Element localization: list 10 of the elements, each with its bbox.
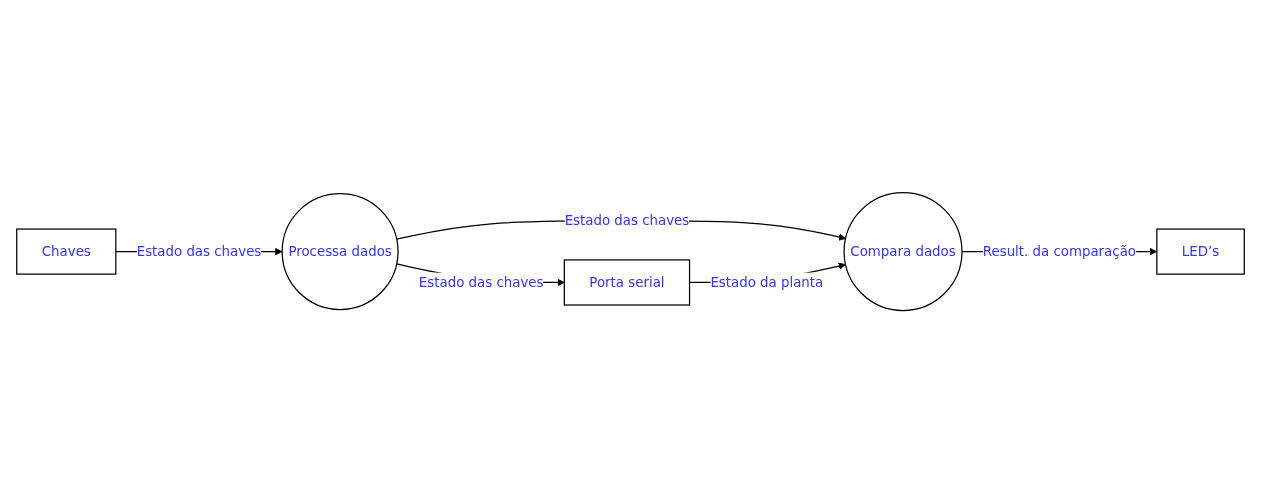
edge-label: Estado das chaves xyxy=(136,243,262,260)
edge-label: Estado das chaves xyxy=(418,274,544,291)
node-box: Chaves xyxy=(16,228,117,276)
edge-label: Estado da planta xyxy=(710,274,824,291)
node-box: Porta serial xyxy=(563,259,691,307)
edge-label: Result. da comparação xyxy=(982,243,1136,260)
node-circle: Compara dados xyxy=(843,192,963,312)
edge-label: Estado das chaves xyxy=(564,212,690,229)
node-box: LED’s xyxy=(1156,228,1245,276)
node-circle: Processa dados xyxy=(281,193,399,311)
